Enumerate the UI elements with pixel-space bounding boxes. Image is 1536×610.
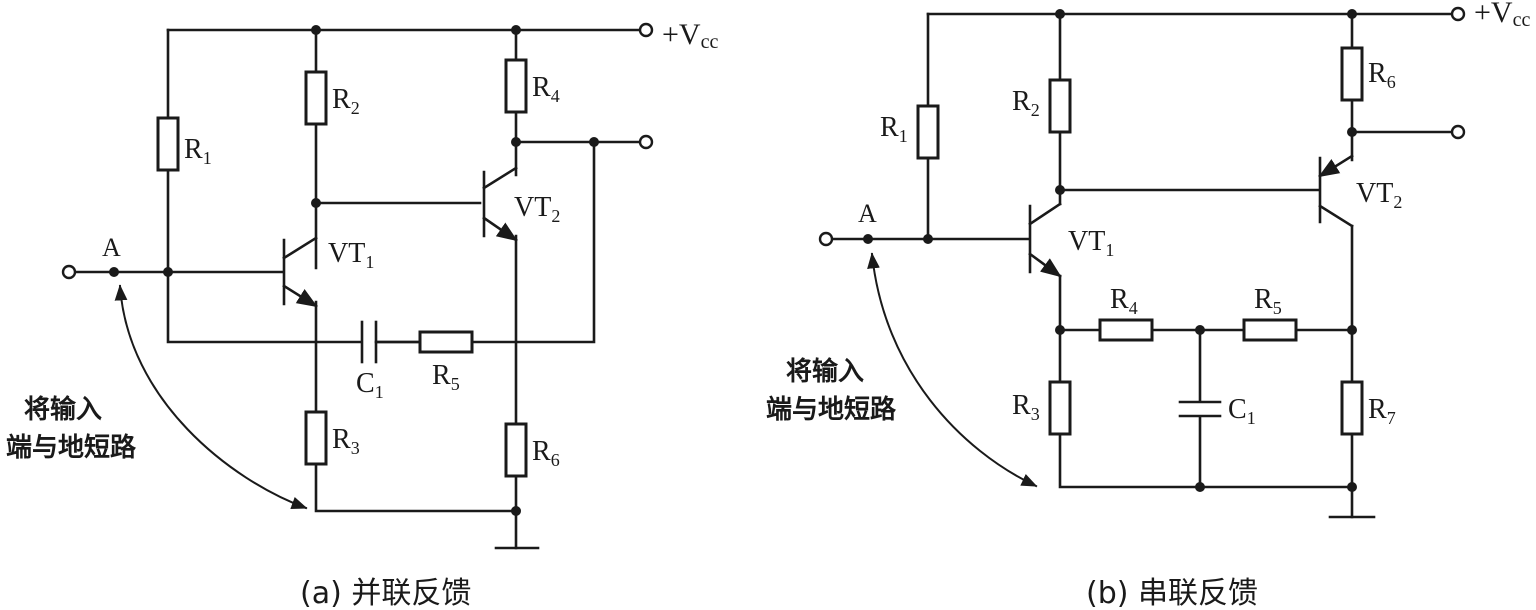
circuit-a: +Vcc A R1 R2 R3 R4 R5 R6 C1 VT1 VT2 将输入 … [6,18,718,610]
input-terminal [61,264,77,280]
circuit-b: +Vcc A R1 R2 R3 R4 R5 R6 R7 C1 VT1 VT2 将… [766,0,1530,610]
junction-dot [1055,9,1065,19]
capacitor-c1-b [1178,400,1222,418]
wire-b-vt1-emitter [1058,274,1354,489]
label-r2: R2 [332,84,360,118]
junction-dot [1347,482,1357,492]
resistor-r6-b [1340,46,1364,102]
label-r6: R6 [1368,58,1396,92]
junction-dot [163,267,173,277]
junction-dot [1055,325,1065,335]
label-vt1: VT1 [1068,226,1114,260]
resistor-r7-b [1340,380,1364,436]
resistor-r3-b [1048,380,1072,436]
wire-a-vt1-emitter [314,300,518,513]
resistor-r3-a [304,410,328,466]
label-r3: R3 [332,424,360,458]
vcc-terminal [1450,6,1466,22]
wire-a-feedback-cap-res [376,140,596,344]
vcc-label: +Vcc [1474,0,1530,31]
junction-dot [1055,185,1065,195]
short-circuit-hint-line2: 端与地短路 [6,432,137,463]
caption-a: (a) 并联反馈 [300,576,471,610]
junction-dot [511,25,521,35]
transistor-vt1-a [282,236,318,308]
label-c1: C1 [1228,394,1256,428]
short-circuit-arrow-b [867,252,1038,488]
wire-a-r1-branch [166,28,362,344]
junction-dot [511,137,521,147]
label-r2: R2 [1012,86,1040,120]
junction-dot [1347,127,1357,137]
label-r4: R4 [532,72,560,106]
resistor-r5-b [1242,318,1298,342]
label-r1: R1 [880,112,908,146]
node-a-label: A [858,199,877,228]
caption-b: (b) 串联反馈 [1086,576,1258,610]
junction-dot [1347,9,1357,19]
label-vt2: VT2 [1356,178,1402,212]
label-r6: R6 [532,436,560,470]
junction-dot [1195,325,1205,335]
junction-dot [1195,482,1205,492]
short-circuit-hint-line2: 端与地短路 [766,394,897,425]
label-r1: R1 [184,134,212,168]
node-a-dot [109,267,119,277]
label-vt1: VT1 [328,238,374,272]
output-terminal [638,134,654,150]
junction-dot [511,506,521,516]
node-a-dot [863,234,873,244]
transistor-vt2-b [1318,154,1354,228]
label-c1: C1 [356,368,384,402]
label-r5: R5 [1254,284,1282,318]
junction-dot [1347,325,1357,335]
output-terminal [1450,124,1466,140]
short-circuit-arrow-a [114,284,308,510]
junction-dot [589,137,599,147]
capacitor-c1-a [360,320,422,364]
short-circuit-hint-line1: 将输入 [786,356,864,387]
vcc-label: +Vcc [662,18,718,53]
node-a-label: A [102,233,121,262]
resistor-r4-a [504,58,528,114]
junction-dot [923,234,933,244]
transistor-vt1-b [1028,202,1062,278]
label-r5: R5 [432,360,460,394]
input-terminal [818,231,834,247]
label-r3: R3 [1012,390,1040,424]
vcc-terminal [638,22,654,38]
short-circuit-hint-line1: 将输入 [24,394,102,425]
transistor-vt2-a [482,166,518,242]
label-r7: R7 [1368,394,1396,428]
resistor-r6-a [504,422,528,478]
junction-dot [311,25,321,35]
junction-dot [311,198,321,208]
resistor-r1-b [916,104,940,160]
resistor-r5-a [418,330,474,354]
resistor-r2-a [304,70,328,126]
resistor-r4-b [1098,318,1154,342]
resistor-r2-b [1048,78,1072,134]
label-r4: R4 [1110,284,1138,318]
label-vt2: VT2 [514,192,560,226]
resistor-r1-a [156,116,180,172]
